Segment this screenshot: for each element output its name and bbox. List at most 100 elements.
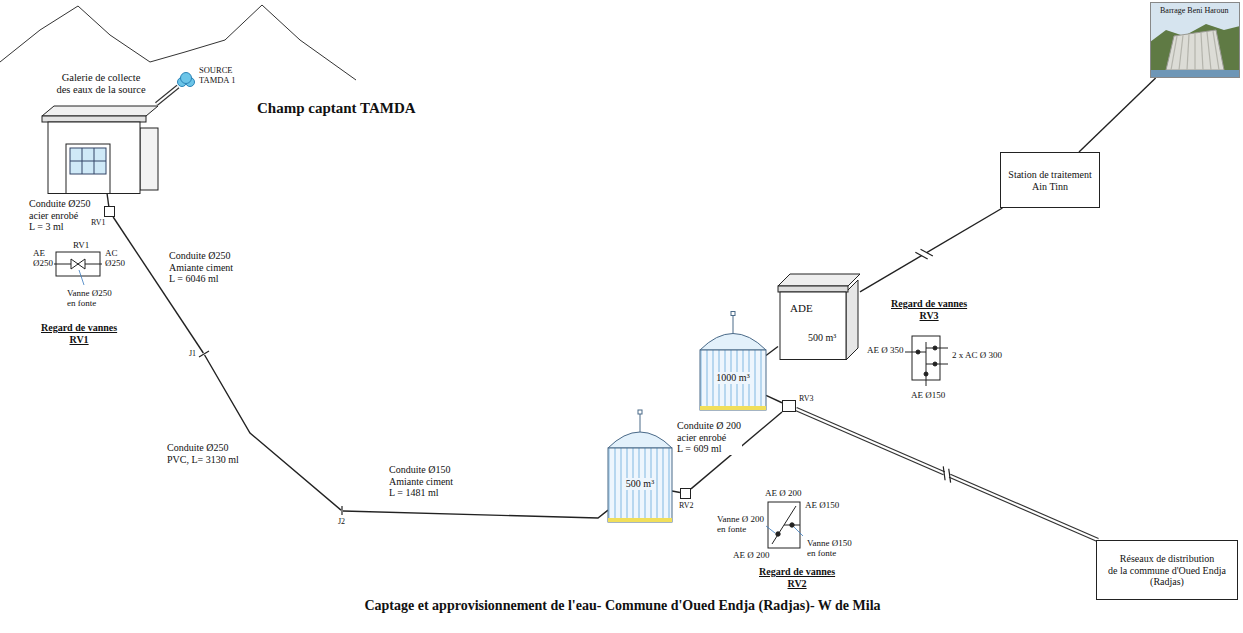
pipe-spec-label: Conduite Ø 200 acier enrobé L = 609 ml <box>676 420 742 455</box>
reservoir: 500 m³ <box>608 448 672 522</box>
tank-base <box>608 518 672 522</box>
pipe-tag: AE Ø150 <box>910 390 946 400</box>
pipe-bore <box>156 86 178 104</box>
leader-line <box>79 270 84 285</box>
pipe <box>205 355 341 510</box>
junction-tick <box>341 506 342 515</box>
pipe-bore <box>796 409 1098 540</box>
spillway <box>1179 35 1183 70</box>
leader-line <box>794 527 803 536</box>
pipe-line <box>860 208 1002 292</box>
door-window <box>70 148 106 174</box>
pipe-tag: AE Ø 200 <box>732 550 771 560</box>
tank-body <box>608 448 672 522</box>
distribution-network-box: Réseaux de distribution de la commune d'… <box>1096 540 1238 600</box>
valve-note: Vanne Ø150 en fonte <box>806 538 853 559</box>
reservoir: 1000 m³ <box>700 350 766 410</box>
node-text: J2 <box>338 517 345 526</box>
pipe <box>766 395 782 402</box>
spillway <box>1187 34 1189 70</box>
pipe-spec-label: Conduite Ø250 acier enrobé L = 3 ml <box>28 198 91 233</box>
pipe-tag: AC Ø250 <box>104 248 126 269</box>
node-text: Réseaux de distribution de la commune d'… <box>1108 553 1226 588</box>
node-text: J1 <box>189 349 196 358</box>
pipe-tag: AE Ø 350 <box>866 345 905 355</box>
antenna <box>733 316 734 334</box>
valve-chamber: RV3 <box>782 400 796 412</box>
box-outline <box>783 401 796 412</box>
spillway <box>1201 33 1203 70</box>
water-source: SOURCE TAMDA 1 <box>178 72 194 88</box>
front-wall <box>48 122 140 194</box>
leader-line <box>766 526 775 533</box>
detail-title: Regard de vannes RV2 <box>758 566 836 589</box>
detail-title: Regard de vannes RV1 <box>40 322 118 345</box>
valve-symbol <box>916 350 920 354</box>
pipe <box>860 208 1002 292</box>
pipe-line <box>1079 78 1156 152</box>
roof <box>778 274 860 286</box>
tick-shape <box>341 510 343 512</box>
treatment-station: Station de traitement Ain Tinn <box>1000 152 1100 208</box>
collection-gallery: Galerie de collecte des eaux de la sourc… <box>42 104 160 194</box>
window-bar <box>70 161 106 162</box>
pipe-spec-label: Conduite Ø250 PVC, L= 3130 ml <box>166 442 240 465</box>
antenna-cap <box>638 410 642 414</box>
tank-dome <box>608 432 672 448</box>
valve-symbol <box>71 259 85 269</box>
pipe <box>343 510 608 518</box>
valve-chamber-detail <box>905 336 948 386</box>
pipe-line <box>343 510 608 518</box>
box-shape <box>680 488 691 499</box>
node-text: RV2 <box>679 501 693 510</box>
valve-chamber: RV1 <box>104 206 115 217</box>
gallery-shape <box>42 104 160 194</box>
double-pipe <box>796 409 1098 540</box>
box-outline <box>1001 153 1100 208</box>
pipe-line <box>766 347 778 356</box>
door <box>66 144 110 194</box>
break-mark <box>915 252 927 259</box>
pipe-spec-label: Conduite Ø250 Amiante ciment L = 6046 ml <box>168 250 234 285</box>
source-shape <box>178 72 194 88</box>
pipe-line <box>113 217 203 353</box>
chamber-name: RV1 <box>72 240 90 250</box>
junction: J1 <box>203 353 205 355</box>
roof <box>42 106 158 116</box>
pipe-tag: AE Ø150 <box>804 500 840 510</box>
pipe-wall <box>796 409 1098 540</box>
node-text: RV3 <box>799 394 813 403</box>
chamber-outline <box>768 502 800 548</box>
node-text: Galerie de collecte des eaux de la sourc… <box>56 72 145 96</box>
sky <box>1150 2 1240 78</box>
region-title: Champ captant TAMDA <box>256 100 417 117</box>
pipe <box>766 347 778 356</box>
spillway <box>1213 31 1219 70</box>
break-mark <box>921 249 933 256</box>
junction: J2 <box>341 510 343 512</box>
pipe-line <box>766 395 782 402</box>
dam-photo: Barrage Beni Haroun <box>1150 2 1240 78</box>
annex-wall <box>140 128 158 190</box>
pipe-line <box>672 491 680 492</box>
box-shape <box>782 400 796 412</box>
pipe <box>113 217 203 353</box>
dam-wall <box>1166 30 1224 70</box>
node-text: 500 m³ <box>624 478 656 490</box>
antenna-cap <box>731 312 735 316</box>
photo-frame <box>1151 3 1240 78</box>
break-mark <box>949 469 951 483</box>
detail-title: Regard de vannes RV3 <box>890 298 968 321</box>
hills <box>1150 24 1240 78</box>
valve-chamber-detail <box>54 252 102 285</box>
spillway <box>1171 36 1177 70</box>
pipe <box>107 194 109 206</box>
front-wall <box>780 292 846 360</box>
valve-symbol <box>924 372 928 376</box>
break-gap <box>922 253 927 256</box>
pipe-tag: 2 x AC Ø 300 <box>951 350 1003 360</box>
node-text: Station de traitement Ain Tinn <box>1008 169 1091 192</box>
double-pipe <box>156 86 178 104</box>
